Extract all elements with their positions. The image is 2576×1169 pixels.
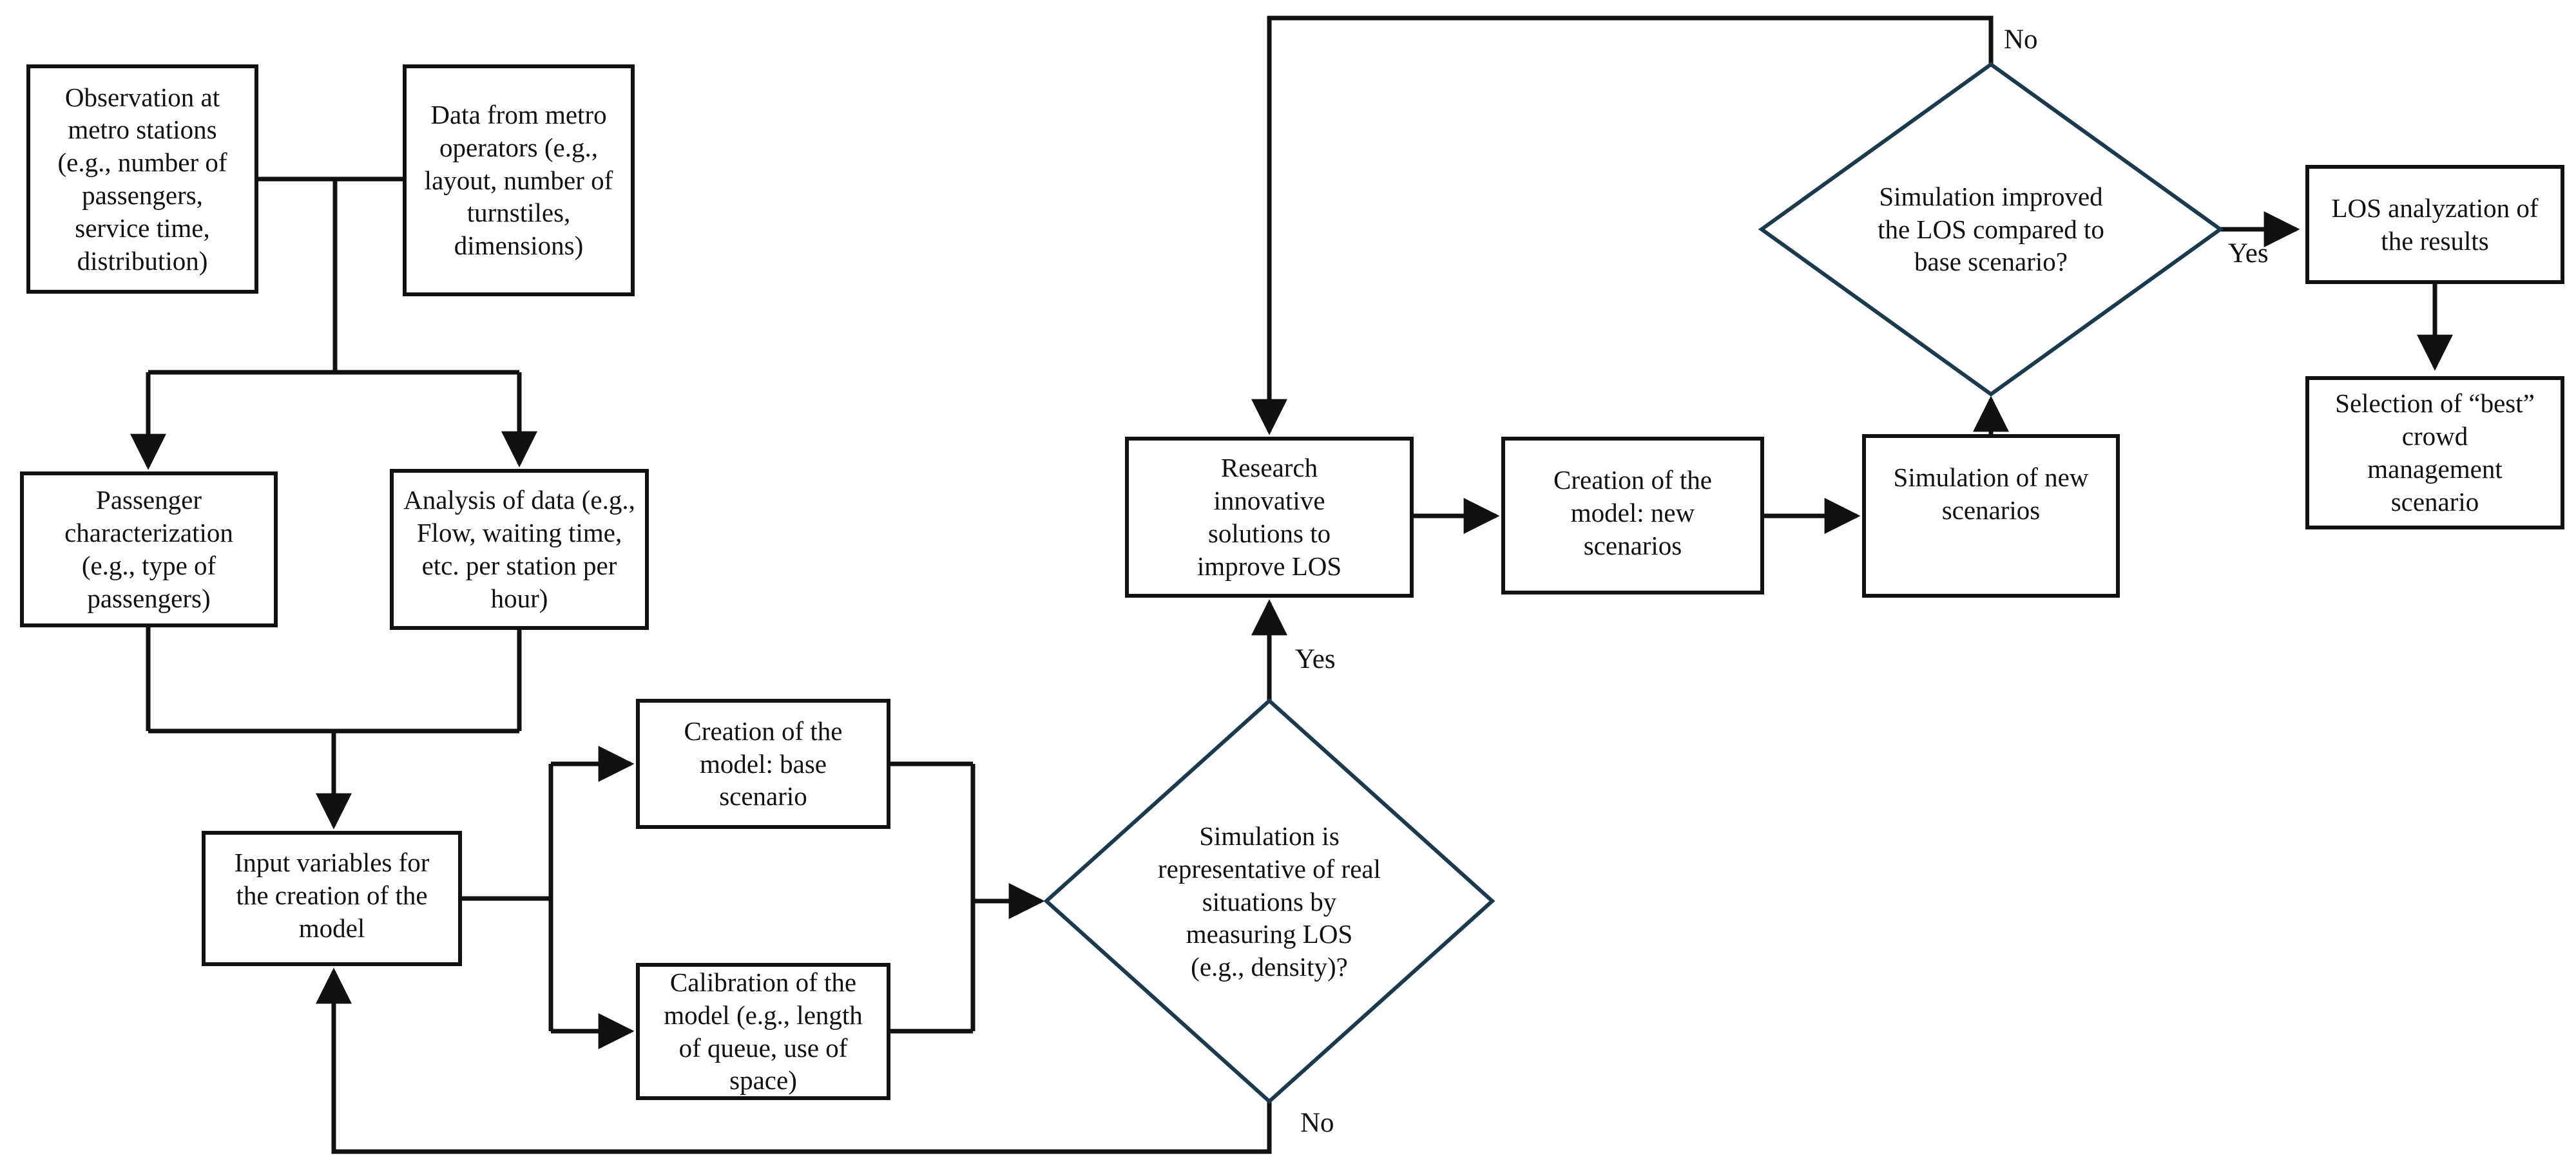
node-creation-new-label: Creation of the model: new scenarios	[1553, 465, 1712, 560]
representative-no-label: No	[1300, 1108, 1334, 1138]
node-calibration: Calibration of the model (e.g., length o…	[636, 963, 890, 1100]
node-creation-new: Creation of the model: new scenarios	[1501, 437, 1764, 594]
node-input-variables-label: Input variables for the creation of the …	[234, 848, 430, 943]
node-los-analyzation-label: LOS analyzation of the results	[2331, 193, 2539, 256]
improved-decision-diamond	[1758, 62, 2224, 397]
node-los-analyzation: LOS analyzation of the results	[2305, 165, 2564, 284]
improved-yes-label: Yes	[2228, 238, 2269, 269]
node-observation: Observation at metro stations (e.g., num…	[26, 64, 258, 294]
node-simulation-new-label: Simulation of new scenarios	[1893, 462, 2089, 525]
node-research-solutions-label: Research innovative solutions to improve…	[1197, 453, 1342, 581]
node-research-solutions: Research innovative solutions to improve…	[1125, 437, 1414, 598]
node-creation-base: Creation of the model: base scenario	[636, 699, 890, 829]
node-passenger-characterization-label: Passenger characterization (e.g., type o…	[64, 485, 233, 613]
node-selection-best: Selection of “best” crowd management sce…	[2305, 376, 2564, 529]
improved-no-label: No	[2004, 24, 2038, 55]
node-calibration-label: Calibration of the model (e.g., length o…	[664, 967, 863, 1096]
representative-yes-label: Yes	[1295, 644, 1336, 674]
node-data-operators: Data from metro operators (e.g., layout,…	[403, 64, 635, 296]
connector-improved-no-loop	[1251, 15, 1994, 435]
node-simulation-new: Simulation of new scenarios	[1862, 434, 2120, 598]
node-passenger-characterization: Passenger characterization (e.g., type o…	[20, 471, 278, 627]
node-data-operators-label: Data from metro operators (e.g., layout,…	[424, 99, 613, 261]
node-observation-label: Observation at metro stations (e.g., num…	[57, 82, 227, 276]
representative-decision-diamond	[1043, 698, 1495, 1105]
node-analysis-of-data-label: Analysis of data (e.g., Flow, waiting ti…	[403, 485, 635, 613]
connector-representative-no-loop	[316, 967, 1272, 1154]
node-creation-base-label: Creation of the model: base scenario	[684, 716, 843, 812]
node-input-variables: Input variables for the creation of the …	[202, 831, 462, 966]
node-selection-best-label: Selection of “best” crowd management sce…	[2335, 388, 2535, 517]
node-analysis-of-data: Analysis of data (e.g., Flow, waiting ti…	[390, 469, 649, 630]
